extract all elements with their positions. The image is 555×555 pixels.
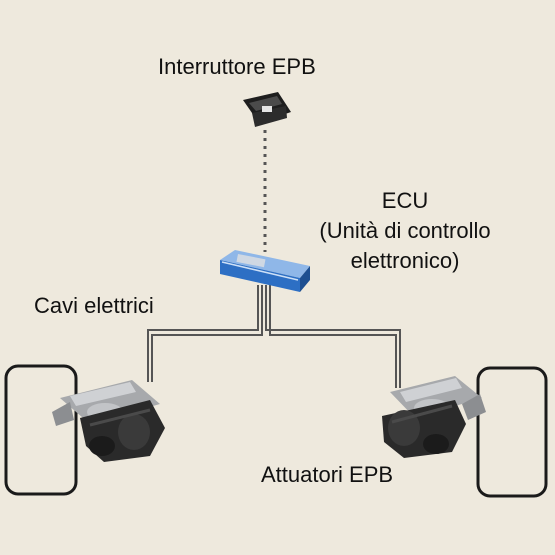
right-brake-caliper-icon	[382, 376, 486, 458]
cables-label: Cavi elettrici	[34, 293, 154, 318]
ecu-module-icon	[220, 250, 310, 292]
left-wheel-outline	[4, 364, 78, 496]
ecu-label-block: ECU (Unità di controllo elettronico)	[282, 186, 528, 276]
epb-switch-icon	[243, 92, 291, 127]
switch-label: Interruttore EPB	[158, 54, 316, 79]
right-wheel-outline	[476, 366, 548, 498]
electric-cables	[147, 285, 401, 388]
ecu-label: ECU	[381, 188, 429, 213]
ecu-full-name-line2: elettronico)	[350, 248, 460, 273]
left-brake-caliper-icon	[52, 380, 165, 462]
ecu-full-name-line1: (Unità di controllo	[319, 218, 491, 243]
actuators-label: Attuatori EPB	[261, 462, 394, 487]
